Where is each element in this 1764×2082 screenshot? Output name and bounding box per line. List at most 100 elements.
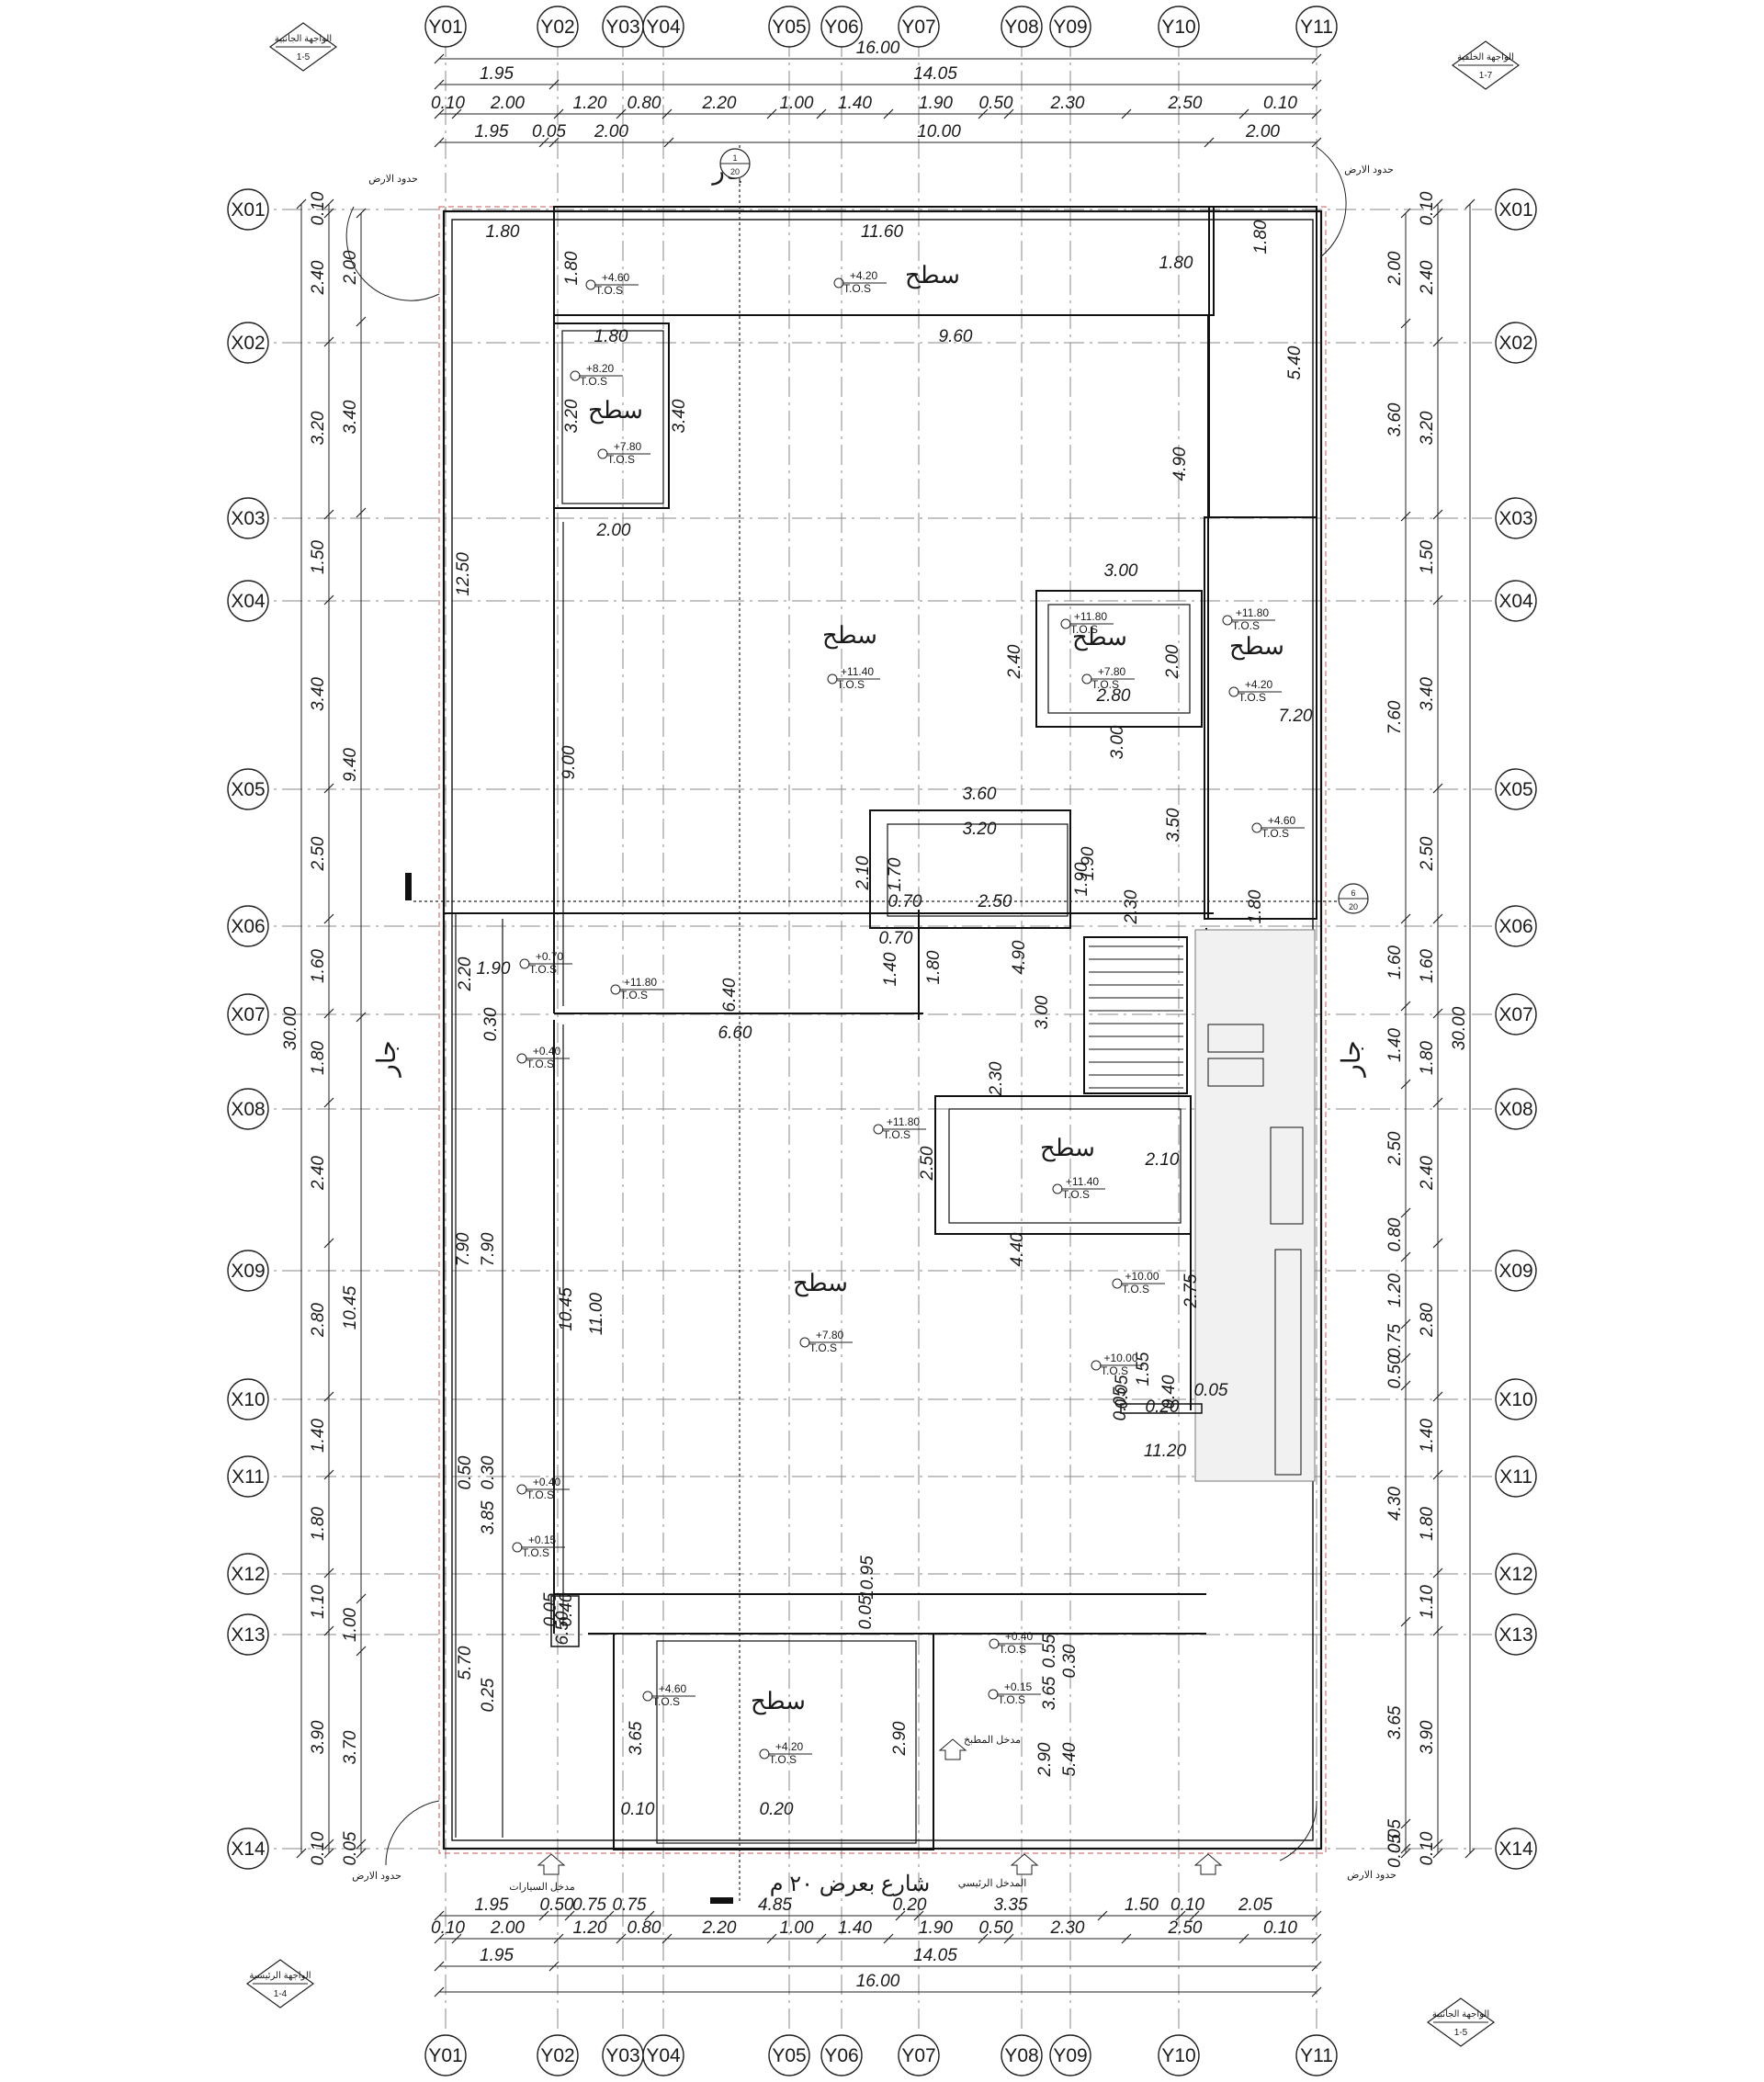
level-marker: +11.80T.O.S [1060, 610, 1114, 636]
dim-tick [296, 198, 307, 209]
dim-tick [538, 1910, 549, 1921]
roof-label-5: سطح [1229, 632, 1284, 661]
inner-dim-label: 2.90 [1035, 1742, 1055, 1777]
dim-tick [356, 1012, 367, 1023]
inner-dim-label: 6.60 [718, 1024, 752, 1043]
level-marker: +11.80T.O.S [873, 1115, 926, 1141]
grid-bubble-circle [1495, 1455, 1537, 1498]
dim-tick [978, 108, 989, 119]
dim-label: 1.95 [475, 122, 509, 141]
section-cut-mark [405, 873, 412, 900]
dim-label: 2.50 [1168, 1918, 1203, 1938]
inner-dim-label: 2.00 [1163, 644, 1182, 679]
inner-dim-label: 0.30 [479, 1455, 498, 1489]
dim-tick [548, 1961, 560, 1972]
grid-bubble-circle [227, 1553, 269, 1595]
level-value: +11.80 [1236, 606, 1269, 619]
level-marker-symbol [642, 1691, 653, 1702]
dim-label: 1.40 [838, 94, 872, 113]
dim-tick [1432, 1008, 1443, 1019]
grid-bubble-circle [820, 2034, 863, 2076]
dim-label: 7.60 [1385, 700, 1405, 734]
dim-label: 0.80 [628, 1918, 662, 1938]
inner-dim-label: 2.40 [1005, 644, 1024, 679]
entrance-arrow-icon [938, 1738, 967, 1760]
dim-tick [1432, 208, 1443, 219]
east-shaft [1204, 516, 1317, 920]
inner-dim-label: 3.20 [562, 399, 582, 433]
grid-bubble-label: X13 [231, 1624, 265, 1646]
grid-bubble-label: X01 [231, 199, 265, 221]
grid-bubble-circle [1001, 2034, 1043, 2076]
grid-bubble-label: Y03 [605, 2045, 639, 2066]
inner-dim-label: 1.80 [924, 950, 944, 984]
grid-bubble-left-x11: X11 [227, 1455, 269, 1498]
grid-bubble-circle [1495, 188, 1537, 231]
dim-label: 0.10 [431, 94, 465, 113]
neighbor-label-west: جار [372, 1040, 401, 1078]
inner-dim-label: 2.50 [978, 892, 1012, 911]
roof-box-south-inner [948, 1108, 1182, 1224]
dim-tick [1311, 1933, 1322, 1944]
grid-bubble-left-x08: X08 [227, 1088, 269, 1130]
level-marker: +0.15T.O.S [988, 1680, 1041, 1706]
room-labels: سطحسطحسطحسطحسطحسطحسطحسطحجارجارجارشارع بع… [352, 156, 1396, 1896]
grid-bubble-label: Y05 [772, 2045, 806, 2066]
dim-tick [1097, 1910, 1108, 1921]
level-tag: T.O.S [1261, 827, 1289, 840]
dim-tick [553, 1933, 564, 1944]
grid-bubble-right-x13: X13 [1495, 1613, 1537, 1656]
grid-bubble-circle [227, 905, 269, 947]
dim-tick [323, 1008, 334, 1019]
grid-bubble-bottom-y02: Y02 [537, 2034, 579, 2076]
grid-bubble-label: X07 [231, 1004, 265, 1025]
grid-bubble-label: X08 [1498, 1099, 1532, 1120]
inner-dim-label: 0.70 [879, 929, 913, 948]
dim-tick [1121, 108, 1132, 119]
inner-dim-label: 2.10 [1145, 1150, 1180, 1170]
inner-dim-label: 1.80 [562, 251, 582, 285]
land-limit-label-sw: حدود الارض [352, 1871, 401, 1882]
dim-label: 1.20 [573, 94, 607, 113]
grid-bubble-label: Y09 [1053, 2045, 1087, 2066]
walls [405, 145, 1337, 1904]
level-marker: +4.60T.O.S [585, 271, 639, 297]
grid-bubble-circle [1001, 6, 1043, 48]
level-marker-symbol [759, 1748, 770, 1760]
grid-bubble-right-x06: X06 [1495, 905, 1537, 947]
dim-right-outer: 0.102.403.201.503.402.501.601.802.402.80… [1418, 191, 1443, 1865]
dim-label: 2.50 [309, 836, 328, 871]
level-marker: +4.60T.O.S [1251, 814, 1305, 840]
level-value: +4.60 [1268, 814, 1296, 827]
stair-box [1083, 936, 1188, 1094]
dim-label: 2.20 [702, 1918, 737, 1938]
dim-label: 2.40 [309, 1156, 328, 1191]
inner-dim-label: 1.80 [1159, 254, 1193, 273]
grid-bubble-right-x04: X04 [1495, 580, 1537, 622]
dim-tick [616, 1933, 627, 1944]
level-marker: +4.20T.O.S [1228, 678, 1282, 704]
land-limit-arc-4 [1279, 1800, 1317, 1861]
level-tag: T.O.S [1232, 619, 1260, 632]
dim-tick [1204, 137, 1215, 148]
dim-tick [553, 108, 564, 119]
dim-label: 1.95 [480, 64, 514, 84]
inner-dim-label: 1.55 [1134, 1352, 1153, 1386]
dim-tick [663, 137, 674, 148]
inner-dim-label: 3.00 [1108, 725, 1127, 759]
inner-dim-label: 7.90 [479, 1232, 498, 1266]
level-value: +10.00 [1125, 1270, 1159, 1283]
inner-dim-label: 1.80 [486, 222, 520, 242]
dim-tick [323, 198, 334, 209]
roof-label-1: سطح [905, 261, 960, 289]
dim-label: 0.20 [893, 1895, 927, 1915]
dim-tick [816, 108, 827, 119]
grid-bubble-circle [642, 6, 684, 48]
grid-bubble-label: X08 [231, 1099, 265, 1120]
grid-bubble-circle [227, 1827, 269, 1870]
inner-dim-label: 10.45 [557, 1287, 576, 1331]
grid-bubble-right-x12: X12 [1495, 1553, 1537, 1595]
level-marker: +7.80T.O.S [597, 440, 650, 466]
dim-label: 0.50 [979, 1918, 1013, 1938]
inner-dim-label: 0.30 [481, 1007, 501, 1041]
